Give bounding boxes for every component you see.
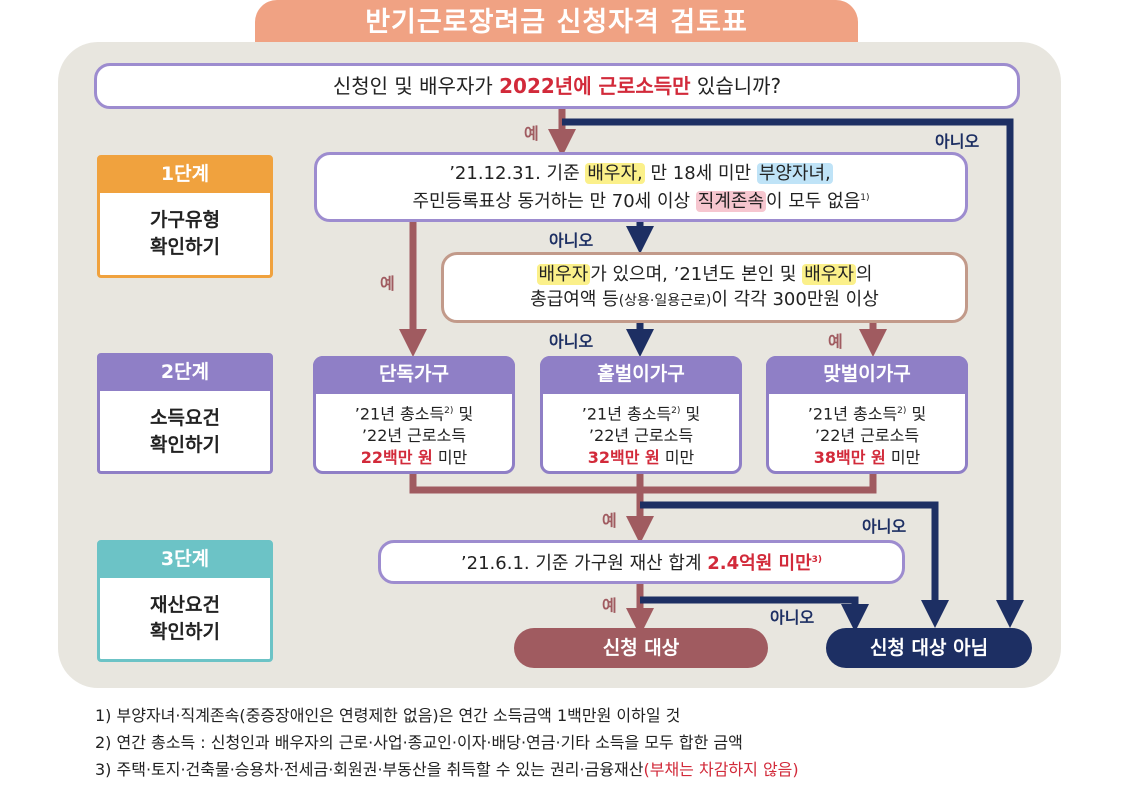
household-single-earner-line1b: 및 [680, 404, 701, 424]
q2-child-highlight: 부양자녀, [756, 162, 833, 184]
household-single-earner-amount: 32백만 원 [587, 448, 660, 468]
question-earned-income: 신청인 및 배우자가 2022년에 근로소득만 있습니까? [94, 63, 1020, 109]
label-no-q1: 아니오 [935, 132, 980, 151]
footnote-3-red: (부채는 차감하지 않음) [643, 760, 799, 779]
q2-footnote-ref: 1) [860, 192, 870, 203]
household-dual-earner: 맞벌이가구 ’21년 총소득2) 및 ’22년 근로소득 38백만 원 미만 [766, 356, 968, 474]
question-assets: ’21.6.1. 기준 가구원 재산 합계 2.4억원 미만3) [378, 540, 905, 584]
q3-text-small: (상용·일용근로) [618, 292, 712, 309]
household-single-line1b: 및 [453, 404, 474, 424]
q2-text-a: ’21.12.31. 기준 [449, 162, 586, 184]
label-yes-asset: 예 [602, 596, 617, 615]
question-household-type: ’21.12.31. 기준 배우자, 만 18세 미만 부양자녀, 주민등록표상… [314, 152, 968, 222]
household-dual-earner-line1: ’21년 총소득 [807, 404, 898, 424]
page-title: 반기근로장려금 신청자격 검토표 [255, 0, 858, 44]
q2-spouse-highlight: 배우자, [585, 162, 645, 184]
footnotes: 1) 부양자녀·직계존속(중증장애인은 연령제한 없음)은 연간 소득금액 1백… [95, 702, 799, 783]
stage2-line2: 확인하기 [150, 434, 220, 456]
q3-text-c: 총급여액 등 [530, 288, 619, 310]
label-no-q2: 아니오 [549, 231, 594, 250]
stage2-box: 2단계 소득요건 확인하기 [97, 353, 273, 474]
stage3-box: 3단계 재산요건 확인하기 [97, 540, 273, 662]
footnote-3-text: 3) 주택·토지·건축물·승용차·전세금·회원권·부동산을 취득할 수 있는 권… [95, 760, 644, 779]
q2-parent-highlight: 직계존속 [695, 190, 767, 212]
stage1-line2: 확인하기 [150, 236, 220, 258]
household-single-suffix: 미만 [432, 448, 468, 468]
stage1-head: 1단계 [97, 155, 273, 193]
stage2-head: 2단계 [97, 353, 273, 391]
household-single-earner-name: 홑벌이가구 [540, 356, 742, 394]
q3-spouse-highlight: 배우자 [536, 263, 591, 285]
q4-highlight: 2.4억원 미만 [707, 553, 812, 574]
label-yes-q3: 예 [828, 332, 843, 351]
q2-text-b: 만 18세 미만 [644, 162, 757, 184]
footnote-1-text: 1) 부양자녀·직계존속(중증장애인은 연령제한 없음)은 연간 소득금액 1백… [95, 706, 681, 725]
arrow-q1-no [562, 118, 1024, 628]
arrow-income-no [640, 501, 949, 628]
household-single-sup: 2) [444, 406, 454, 416]
household-single-earner-line2: ’22년 근로소득 [588, 426, 694, 446]
question1-highlight: 2022년에 근로소득만 [499, 74, 691, 98]
footnote-3: 3) 주택·토지·건축물·승용차·전세금·회원권·부동산을 취득할 수 있는 권… [95, 756, 799, 783]
footnote-2: 2) 연간 총소득 : 신청인과 배우자의 근로·사업·종교인·이자·배당·연금… [95, 729, 799, 756]
household-single-amount: 22백만 원 [360, 448, 433, 468]
household-dual-earner-amount: 38백만 원 [813, 448, 886, 468]
q3-text-b: 의 [855, 263, 873, 285]
q3-text-a: 가 있으며, ’21년도 본인 및 [590, 263, 803, 285]
household-single-earner-line1: ’21년 총소득 [581, 404, 672, 424]
label-no-q3: 아니오 [549, 332, 594, 351]
q4-footnote-ref: 3) [811, 555, 823, 565]
household-single-earner-suffix: 미만 [659, 448, 695, 468]
household-dual-earner-line2: ’22년 근로소득 [814, 426, 920, 446]
household-single-line2: ’22년 근로소득 [361, 426, 467, 446]
label-no-income: 아니오 [862, 517, 907, 536]
household-dual-earner-suffix: 미만 [885, 448, 921, 468]
stage3-head: 3단계 [97, 540, 273, 578]
label-no-asset: 아니오 [770, 608, 815, 627]
result-not-eligible: 신청 대상 아님 [826, 628, 1032, 668]
stage1-box: 1단계 가구유형 확인하기 [97, 155, 273, 278]
label-yes-q1: 예 [524, 124, 539, 143]
question1-text-end: 있습니까? [690, 74, 782, 98]
household-single-line1: ’21년 총소득 [354, 404, 445, 424]
household-single-earner-sup: 2) [671, 406, 681, 416]
result-eligible: 신청 대상 [514, 628, 768, 668]
stage2-line1: 소득요건 [150, 407, 220, 429]
stage1-line1: 가구유형 [150, 209, 220, 231]
stage3-line2: 확인하기 [150, 621, 220, 643]
q3-spouse-highlight-2: 배우자 [802, 263, 856, 285]
arrow-asset-no [640, 596, 869, 632]
question1-text: 신청인 및 배우자가 [332, 74, 500, 98]
household-dual-earner-name: 맞벌이가구 [766, 356, 968, 394]
q2-text-d: 이 모두 없음 [766, 190, 861, 212]
label-yes-income: 예 [602, 511, 617, 530]
household-dual-earner-line1b: 및 [906, 404, 927, 424]
q4-text: ’21.6.1. 기준 가구원 재산 합계 [460, 553, 708, 574]
stage3-line1: 재산요건 [150, 594, 220, 616]
footnote-2-text: 2) 연간 총소득 : 신청인과 배우자의 근로·사업·종교인·이자·배당·연금… [95, 733, 743, 752]
household-single-earner: 홑벌이가구 ’21년 총소득2) 및 ’22년 근로소득 32백만 원 미만 [540, 356, 742, 474]
household-single: 단독가구 ’21년 총소득2) 및 ’22년 근로소득 22백만 원 미만 [313, 356, 515, 474]
household-single-name: 단독가구 [313, 356, 515, 394]
household-dual-earner-sup: 2) [897, 406, 907, 416]
q3-text-d: 이 각각 300만원 이상 [711, 288, 879, 310]
q2-text-c: 주민등록표상 동거하는 만 70세 이상 [412, 190, 696, 212]
footnote-1: 1) 부양자녀·직계존속(중증장애인은 연령제한 없음)은 연간 소득금액 1백… [95, 702, 799, 729]
label-yes-q2: 예 [380, 274, 395, 293]
